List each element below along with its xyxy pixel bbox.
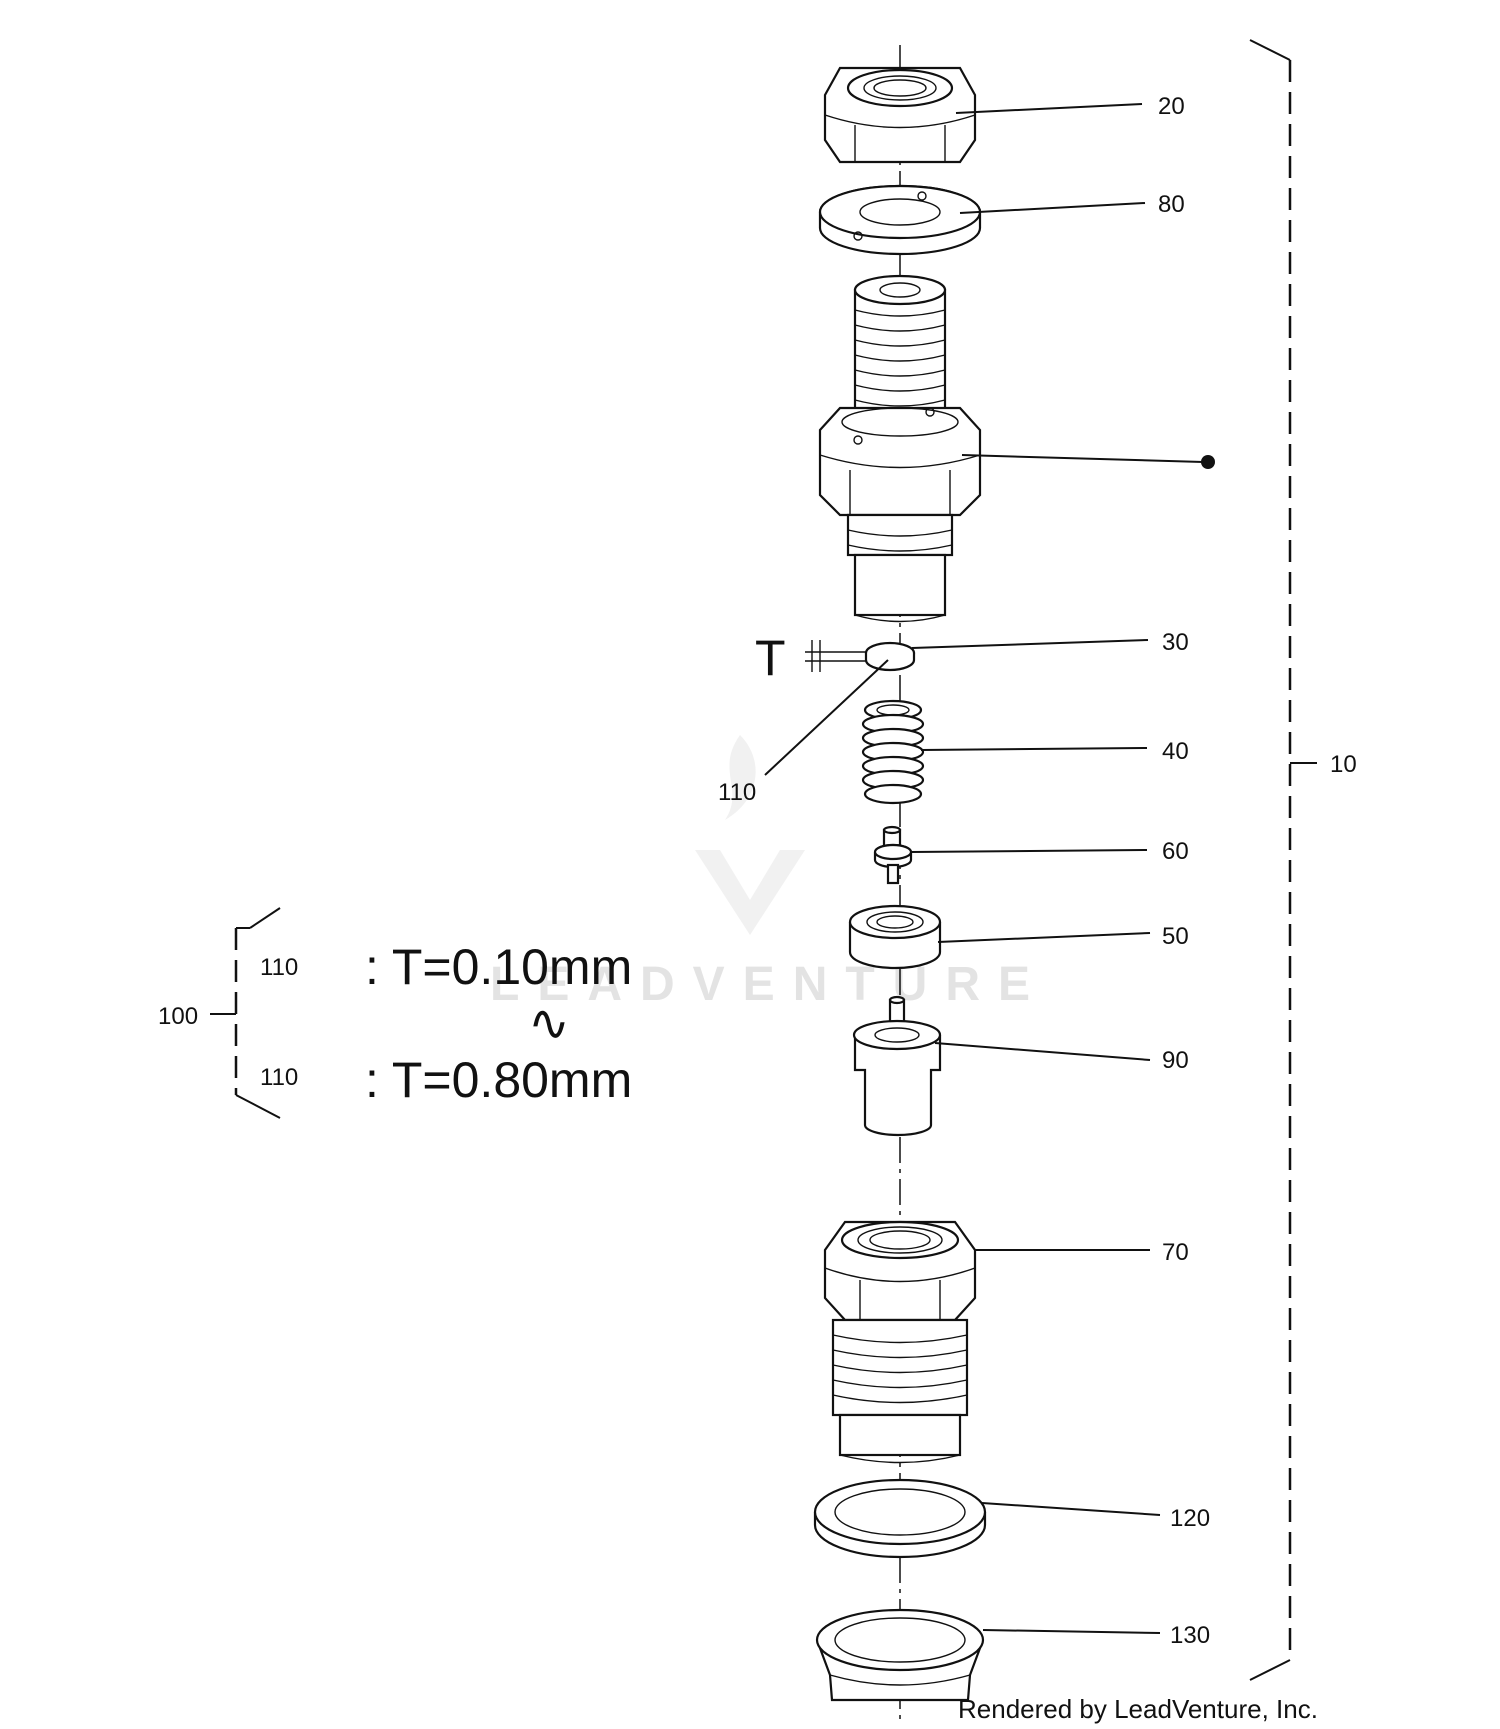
part-40-spring[interactable] — [861, 699, 925, 805]
shim-row2-value: : T=0.80mm — [365, 1052, 632, 1108]
reference-bullet — [1201, 455, 1215, 469]
leadventure-watermark-logo — [695, 735, 805, 935]
callout-130: 130 — [1170, 1622, 1210, 1649]
thickness-dimension-mark — [805, 640, 866, 672]
shim-row1-part: 110 — [260, 954, 298, 981]
callout-90: 90 — [1162, 1047, 1189, 1074]
shim-range-symbol: ∿ — [528, 995, 570, 1051]
callout-80: 80 — [1158, 191, 1185, 218]
callout-10: 10 — [1330, 751, 1357, 778]
part-80-plate-washer[interactable] — [818, 184, 982, 256]
part-90-delivery-valve[interactable] — [852, 995, 942, 1137]
part-70-holder-nut[interactable] — [823, 1220, 977, 1464]
callout-100: 100 — [158, 1003, 198, 1030]
part-120-gasket[interactable] — [813, 1478, 987, 1559]
callout-20: 20 — [1158, 93, 1185, 120]
callout-60: 60 — [1162, 838, 1189, 865]
callout-120: 120 — [1170, 1505, 1210, 1532]
part-30-shim[interactable] — [864, 641, 916, 672]
leader-lines — [764, 103, 1317, 1634]
callout-40: 40 — [1162, 738, 1189, 765]
watermark-text: LEADVENTURE — [490, 958, 1048, 1011]
rendered-by-footer: Rendered by LeadVenture, Inc. — [958, 1694, 1318, 1724]
part-valve-holder-body[interactable] — [818, 274, 982, 623]
part-50-valve-seat[interactable] — [848, 904, 942, 970]
callout-70: 70 — [1162, 1239, 1189, 1266]
shim-row1-value: : T=0.10mm — [365, 939, 632, 995]
callout-30: 30 — [1162, 629, 1189, 656]
part-60-valve[interactable] — [873, 825, 913, 885]
kit-100-bracket — [210, 907, 281, 1119]
callout-50: 50 — [1162, 923, 1189, 950]
shim-row2-part: 110 — [260, 1064, 298, 1091]
assembly-10-bracket — [1249, 39, 1292, 1681]
part-130-seal-cup[interactable] — [815, 1608, 985, 1702]
dimension-symbol-T: T — [755, 630, 786, 686]
part-20-hex-nut[interactable] — [823, 66, 977, 164]
callout-110: 110 — [718, 779, 756, 806]
